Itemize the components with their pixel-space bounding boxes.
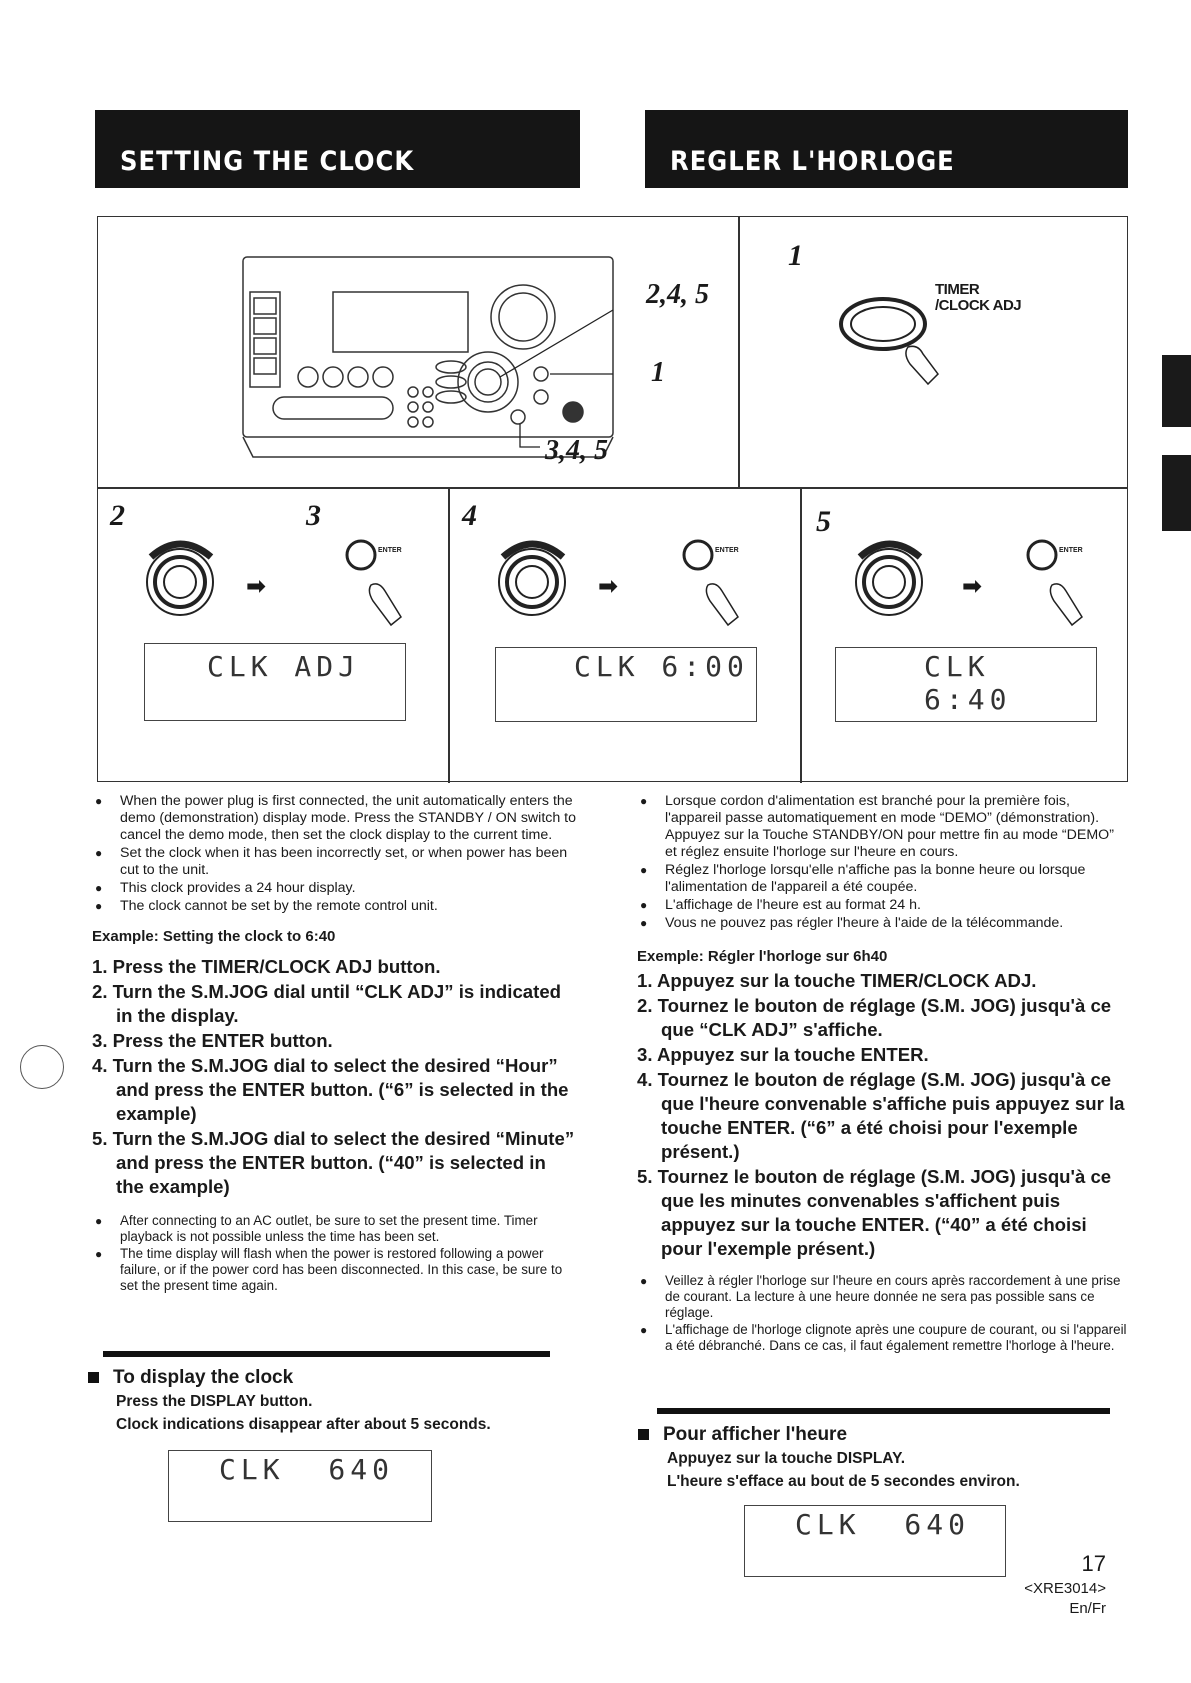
enter-button-label: ENTER bbox=[378, 547, 402, 554]
page-footer: 17 <XRE3014> En/Fr bbox=[1024, 1549, 1106, 1619]
step-item: 1. Press the TIMER/CLOCK ADJ button. bbox=[92, 956, 441, 977]
timer-button-label: TIMER /CLOCK ADJ bbox=[935, 281, 1022, 314]
english-display-section: To display the clock Press the DISPLAY b… bbox=[88, 1367, 588, 1436]
french-steps: 1. Appuyez sur la touche TIMER/CLOCK ADJ… bbox=[637, 969, 1127, 1261]
timer-label-line1: TIMER bbox=[935, 281, 980, 298]
callout-enter: 3,4, 5 bbox=[545, 435, 608, 466]
french-display-section: Pour afficher l'heure Appuyez sur la tou… bbox=[638, 1424, 1138, 1493]
arrow-right-icon: ➡ bbox=[962, 573, 983, 600]
french-display-lcd-text: CLK 640 bbox=[795, 1508, 971, 1541]
lcd-clk-adj: CLK ADJ bbox=[144, 643, 406, 721]
step-item: 4. Turn the S.M.JOG dial to select the d… bbox=[92, 1055, 569, 1124]
french-example-heading: Exemple: Régler l'horloge sur 6h40 bbox=[637, 948, 888, 965]
enter-button-icon bbox=[682, 539, 739, 627]
step-item: 3. Appuyez sur la touche ENTER. bbox=[637, 1044, 929, 1065]
list-item: When the power plug is first connected, … bbox=[92, 793, 577, 844]
divider-horizontal bbox=[98, 487, 1127, 489]
divider-vertical-1 bbox=[448, 487, 450, 783]
french-display-lcd: CLK 640 bbox=[744, 1505, 1006, 1577]
step-panel-5: 5 ➡ ENTER CLK 6:40 bbox=[802, 489, 1129, 783]
stereo-unit-illustration bbox=[242, 256, 614, 458]
english-notes: After connecting to an AC outlet, be sur… bbox=[92, 1213, 577, 1294]
step-item: 2. Tournez le bouton de réglage (S.M. JO… bbox=[637, 995, 1112, 1040]
arrow-right-icon: ➡ bbox=[598, 573, 619, 600]
callout-dial: 2,4, 5 bbox=[646, 279, 709, 310]
enter-button-icon bbox=[1026, 539, 1083, 627]
divider-vertical-top bbox=[738, 217, 740, 487]
french-display-heading: Pour afficher l'heure bbox=[638, 1424, 1138, 1446]
side-tab-top bbox=[1162, 355, 1191, 427]
list-item: This clock provides a 24 hour display. bbox=[92, 880, 577, 897]
header-fr: REGLER L'HORLOGE bbox=[645, 110, 1128, 188]
step-3-number: 3 bbox=[306, 499, 321, 532]
french-display-line2: L'heure s'efface au bout de 5 secondes e… bbox=[667, 1473, 1020, 1490]
french-notes: Veillez à régler l'horloge sur l'heure e… bbox=[637, 1273, 1127, 1354]
header-en: SETTING THE CLOCK bbox=[95, 110, 580, 188]
jog-dial-icon bbox=[146, 540, 214, 616]
square-bullet-icon bbox=[88, 1372, 99, 1383]
french-column: Lorsque cordon d'alimentation est branch… bbox=[637, 793, 1127, 1355]
step-item: 5. Tournez le bouton de réglage (S.M. JO… bbox=[637, 1166, 1112, 1259]
english-steps: 1. Press the TIMER/CLOCK ADJ button. 2. … bbox=[92, 955, 577, 1199]
list-item: Veillez à régler l'horloge sur l'heure e… bbox=[637, 1273, 1127, 1321]
timer-label-line2: /CLOCK ADJ bbox=[935, 297, 1022, 314]
list-item: After connecting to an AC outlet, be sur… bbox=[92, 1213, 577, 1245]
step-item: 5. Turn the S.M.JOG dial to select the d… bbox=[92, 1128, 575, 1197]
french-display-line1: Appuyez sur la touche DISPLAY. bbox=[667, 1450, 906, 1467]
list-item: The clock cannot be set by the remote co… bbox=[92, 898, 577, 915]
header-fr-title: REGLER L'HORLOGE bbox=[670, 146, 955, 177]
callout-timer: 1 bbox=[651, 357, 665, 388]
language-code: En/Fr bbox=[1069, 1600, 1106, 1617]
english-bullets: When the power plug is first connected, … bbox=[92, 793, 577, 915]
step-item: 4. Tournez le bouton de réglage (S.M. JO… bbox=[637, 1069, 1125, 1162]
enter-button-label: ENTER bbox=[715, 547, 739, 554]
document-code: <XRE3014> bbox=[1024, 1580, 1106, 1597]
jog-dial-icon bbox=[855, 540, 923, 616]
lcd-clk-600-text: CLK 6:00 bbox=[574, 650, 749, 683]
binding-hole bbox=[20, 1045, 64, 1089]
lcd-clk-640: CLK 6:40 bbox=[835, 647, 1097, 722]
english-display-lcd-text: CLK 640 bbox=[219, 1453, 395, 1486]
english-display-lcd: CLK 640 bbox=[168, 1450, 432, 1522]
enter-button-icon bbox=[345, 539, 402, 627]
english-column: When the power plug is first connected, … bbox=[92, 793, 577, 1295]
step-panel-2-3: 2 3 ➡ ENTER CLK ADJ bbox=[98, 489, 448, 783]
step-item: 1. Appuyez sur la touche TIMER/CLOCK ADJ… bbox=[637, 970, 1037, 991]
step-item: 3. Press the ENTER button. bbox=[92, 1030, 333, 1051]
jog-dial-icon bbox=[498, 540, 566, 616]
step-1-number: 1 bbox=[788, 239, 803, 272]
step-item: 2. Turn the S.M.JOG dial until “CLK ADJ”… bbox=[92, 981, 562, 1026]
lcd-clk-600: CLK 6:00 bbox=[495, 647, 757, 722]
side-tab-bottom bbox=[1162, 455, 1191, 531]
enter-button-label: ENTER bbox=[1059, 547, 1083, 554]
page-number: 17 bbox=[1081, 1551, 1106, 1576]
step-2-number: 2 bbox=[110, 499, 125, 532]
list-item: Lorsque cordon d'alimentation est branch… bbox=[637, 793, 1127, 861]
diagram-box: 2,4, 5 1 3,4, 5 1 TIMER /CLOCK ADJ 2 3 ➡… bbox=[97, 216, 1129, 783]
english-example-heading: Example: Setting the clock to 6:40 bbox=[92, 928, 336, 945]
step-panel-4: 4 ➡ ENTER CLK 6:00 bbox=[450, 489, 800, 783]
english-display-line1: Press the DISPLAY button. bbox=[116, 1393, 313, 1410]
list-item: L'affichage de l'heure est au format 24 … bbox=[637, 897, 1127, 914]
divider-vertical-2 bbox=[800, 487, 802, 783]
english-rule bbox=[103, 1351, 550, 1357]
list-item: Vous ne pouvez pas régler l'heure à l'ai… bbox=[637, 915, 1127, 932]
list-item: The time display will flash when the pow… bbox=[92, 1246, 577, 1294]
timer-button-icon bbox=[839, 297, 939, 386]
list-item: Réglez l'horloge lorsqu'elle n'affiche p… bbox=[637, 862, 1127, 896]
lcd-clk-adj-text: CLK ADJ bbox=[207, 650, 361, 683]
english-display-line2: Clock indications disappear after about … bbox=[116, 1416, 491, 1433]
step-4-number: 4 bbox=[462, 499, 477, 532]
list-item: Set the clock when it has been incorrect… bbox=[92, 845, 577, 879]
step-5-number: 5 bbox=[816, 505, 831, 538]
english-display-heading: To display the clock bbox=[88, 1367, 588, 1389]
french-bullets: Lorsque cordon d'alimentation est branch… bbox=[637, 793, 1127, 932]
header-en-title: SETTING THE CLOCK bbox=[120, 146, 415, 177]
list-item: L'affichage de l'horloge clignote après … bbox=[637, 1322, 1127, 1354]
french-rule bbox=[657, 1408, 1110, 1414]
arrow-right-icon: ➡ bbox=[246, 573, 267, 600]
lcd-clk-640-text: CLK 6:40 bbox=[924, 650, 1012, 716]
square-bullet-icon bbox=[638, 1429, 649, 1440]
